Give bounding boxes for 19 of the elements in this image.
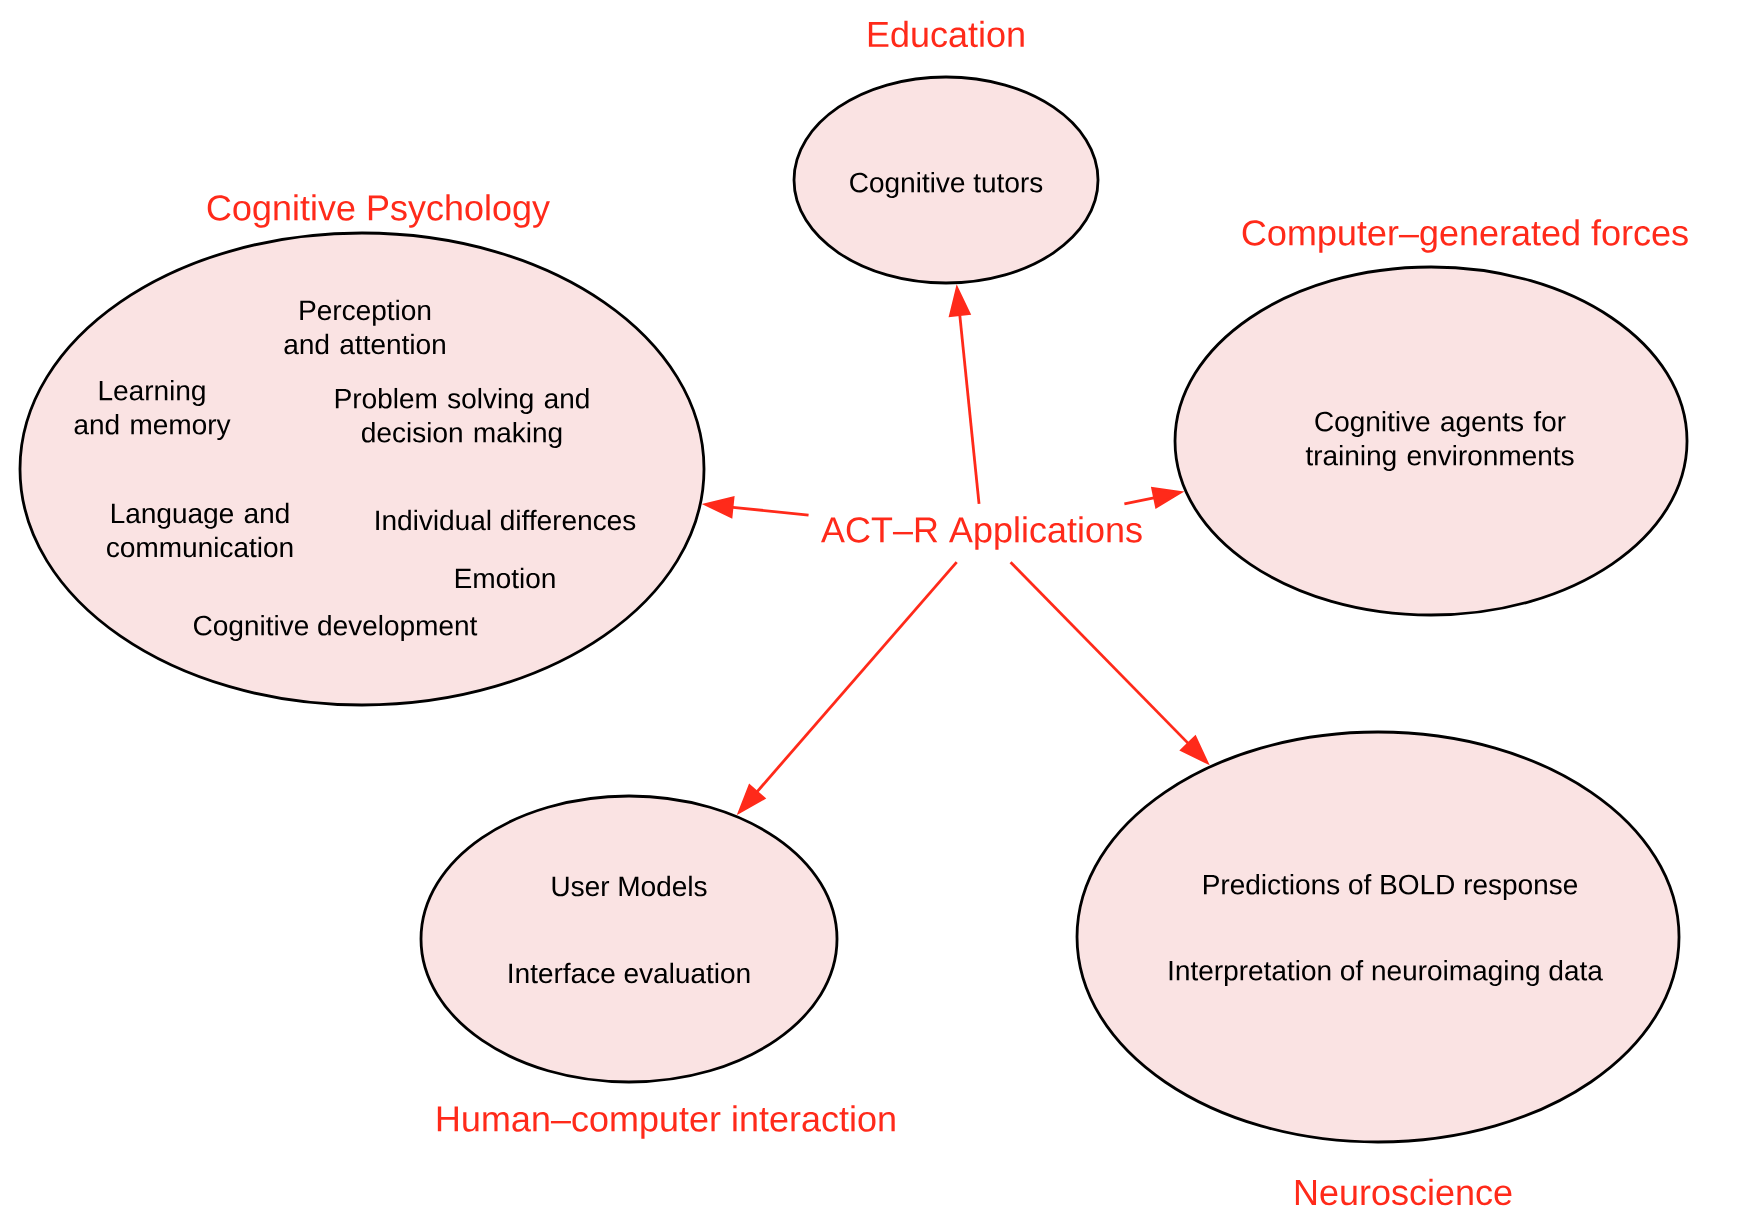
topic-label: Interpretation of neuroimaging data xyxy=(1169,959,1603,987)
category-title: Human–computer interaction xyxy=(437,1105,895,1139)
topic-label: Cognitive development xyxy=(194,614,478,642)
topic-label: Learning and memory xyxy=(74,379,231,441)
center-label: ACT–R Applications xyxy=(821,516,1142,550)
topic-label: Individual differences xyxy=(376,509,636,531)
category-title: Neuroscience xyxy=(1295,1178,1512,1206)
category-title: Education xyxy=(868,20,1024,48)
topic-label: Problem solving and decision making xyxy=(335,387,589,449)
topic-label: Cognitive agents for training environments xyxy=(1305,410,1574,472)
topic-label: Interface evaluation xyxy=(509,962,750,984)
topic-label: Cognitive tutors xyxy=(850,171,1043,199)
topic-label: Perception and attention xyxy=(284,299,445,355)
topic-label: Language and communication xyxy=(107,502,293,558)
topic-label: Emotion xyxy=(455,567,555,589)
topic-label: User Models xyxy=(552,875,707,897)
topic-label: Predictions of BOLD response xyxy=(1204,873,1578,901)
category-title: Computer–generated forces xyxy=(1242,219,1688,253)
category-title: Cognitive Psychology xyxy=(207,194,550,228)
